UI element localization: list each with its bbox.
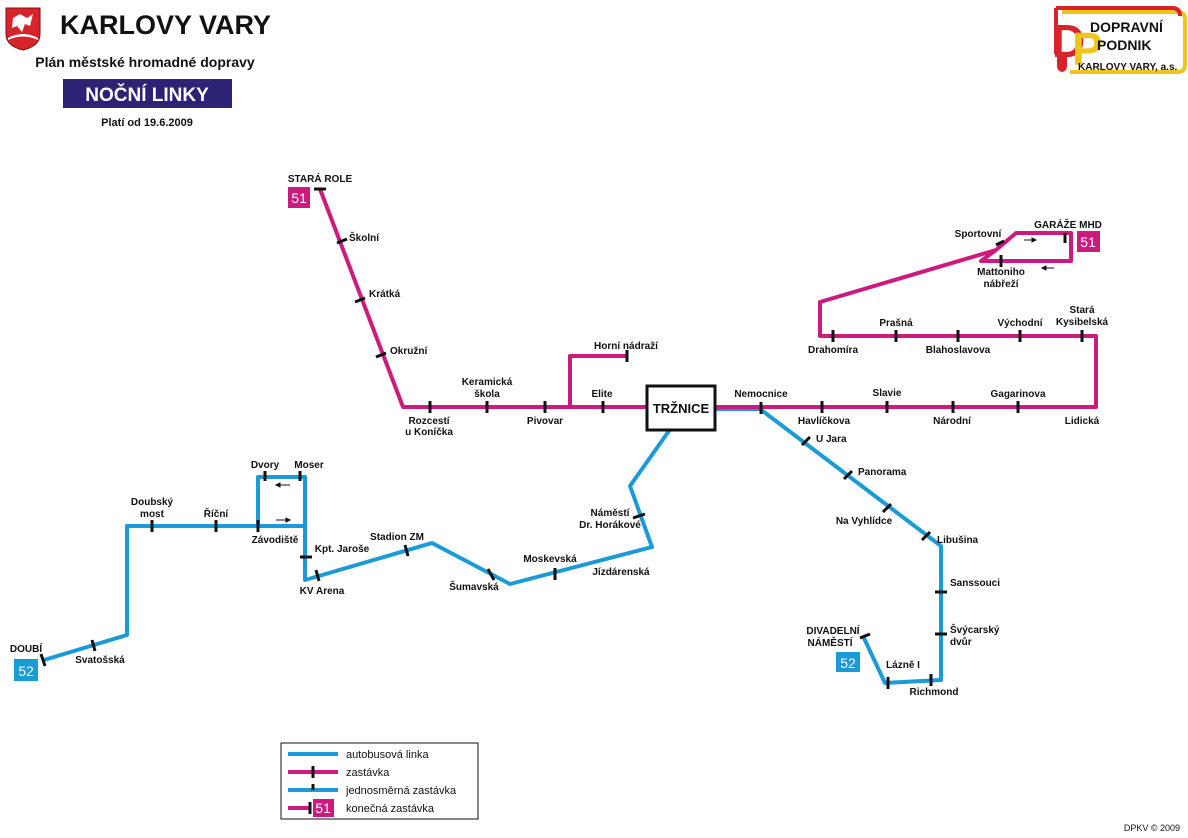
stop-label: Školní xyxy=(349,231,380,244)
stop-label: Prašná xyxy=(879,318,913,329)
stop-label: Švýcarský xyxy=(950,623,1000,636)
stop-label: Krátká xyxy=(369,289,401,300)
stop-label: Panorama xyxy=(858,467,907,478)
svg-text:52: 52 xyxy=(18,663,34,679)
credit-text: DPKV © 2009 xyxy=(1124,823,1180,833)
stop-markers xyxy=(39,187,1084,689)
terminal-badge-doubi: 52 xyxy=(14,659,38,681)
stop-label: dvůr xyxy=(950,636,972,648)
terminal-label-divadelni-1: DIVADELNÍ xyxy=(806,624,859,637)
stop-label: Havlíčkova xyxy=(798,416,851,427)
operator-name-line1: DOPRAVNÍ xyxy=(1090,19,1164,35)
hub-label: TRŽNICE xyxy=(653,401,710,416)
plan-subtitle: Plán městské hromadné dopravy xyxy=(35,54,255,70)
stop-label: Stará xyxy=(1069,305,1094,316)
stop-label: Rozcestí xyxy=(408,416,450,427)
stop-label: Pivovar xyxy=(527,416,563,427)
svg-text:51: 51 xyxy=(1080,234,1096,250)
line-51-route xyxy=(318,188,1098,409)
legend-label: konečná zastávka xyxy=(346,803,435,815)
stop-label: Náměstí xyxy=(591,508,631,519)
terminal-label-stara-role: STARÁ ROLE xyxy=(288,172,353,185)
small-coat-of-arms-icon xyxy=(1057,57,1067,72)
terminal-label-garaze: GARÁŽE MHD xyxy=(1034,218,1102,231)
stop-label: Keramická xyxy=(462,377,513,388)
legend-label: zastávka xyxy=(346,767,390,779)
line-52-route xyxy=(43,407,943,685)
stop-label: Elite xyxy=(591,389,613,400)
svg-text:51: 51 xyxy=(291,190,307,206)
stop-label: Národní xyxy=(933,416,972,427)
stop-label: most xyxy=(140,509,165,520)
stop-label: Blahoslavova xyxy=(926,345,991,356)
hub-box xyxy=(645,384,717,432)
terminal-label-doubi: DOUBÍ xyxy=(10,642,42,655)
stop-label: Východní xyxy=(997,318,1043,329)
stop-label: Lázně I xyxy=(886,660,920,671)
stop-label: Nemocnice xyxy=(734,389,788,400)
terminal-badge-stara-role: 51 xyxy=(288,187,310,208)
stop-label: Závodiště xyxy=(252,535,299,546)
stop-label: Šumavská xyxy=(449,580,499,593)
operator-name-line3: KARLOVY VARY, a.s. xyxy=(1078,62,1178,73)
stop-label: Mattoniho xyxy=(977,267,1025,278)
stop-label: Moskevská xyxy=(523,554,577,565)
stop-label: nábřeží xyxy=(983,279,1019,290)
stop-label: Svatošská xyxy=(75,655,125,666)
stop-label: Říční xyxy=(204,507,230,520)
stop-label: u Koníčka xyxy=(405,427,453,438)
stop-label: Kysibelská xyxy=(1056,317,1109,328)
stop-label: Libušina xyxy=(937,535,979,546)
stop-label: KV Arena xyxy=(300,586,345,597)
stop-label: Stadion ZM xyxy=(370,532,424,543)
legend-badge-number: 51 xyxy=(315,800,331,816)
legend-label: jednosměrná zastávka xyxy=(345,785,457,797)
stop-label: Dvory xyxy=(251,460,280,471)
one-way-arrows xyxy=(274,237,1054,523)
legend-label: autobusová linka xyxy=(346,749,429,761)
stop-label: Kpt. Jaroše xyxy=(315,544,370,555)
stop-label: Slavie xyxy=(873,388,902,399)
dp-p-letter-icon: P xyxy=(1072,23,1103,75)
stop-label: Sanssouci xyxy=(950,578,1000,589)
stop-label: Moser xyxy=(294,460,324,471)
stop-label: Richmond xyxy=(910,687,959,698)
stop-label: Gagarinova xyxy=(990,389,1045,400)
operator-name-line2: PODNIK xyxy=(1097,37,1151,53)
svg-text:52: 52 xyxy=(840,655,856,671)
stop-label: Horní nádraží xyxy=(594,341,659,352)
night-lines-banner xyxy=(63,79,232,108)
operator-logo: D P DOPRAVNÍ PODNIK KARLOVY VARY, a.s. xyxy=(1052,6,1187,75)
stop-label: Drahomíra xyxy=(808,345,858,356)
legend: autobusová linka zastávka jednosměrná za… xyxy=(280,742,479,820)
stop-label: Doubský xyxy=(131,497,174,508)
coat-of-arms-icon xyxy=(5,7,41,51)
stop-label: Dr. Horákové xyxy=(579,520,641,531)
stop-label: Sportovní xyxy=(955,229,1003,240)
city-title: KARLOVY VARY xyxy=(60,10,271,40)
stop-label: Jízdárenská xyxy=(592,567,650,578)
stop-label: Lidická xyxy=(1065,416,1100,427)
night-lines-banner-text: NOČNÍ LINKY xyxy=(85,84,209,106)
valid-from-text: Platí od 19.6.2009 xyxy=(101,117,193,129)
terminal-badge-divadelni: 52 xyxy=(836,652,860,672)
stop-label: Okružní xyxy=(390,346,428,357)
stop-label: U Jara xyxy=(816,434,847,445)
terminal-badge-garaze: 51 xyxy=(1077,231,1100,252)
terminal-label-divadelni-2: NÁMĚSTÍ xyxy=(808,636,853,649)
stop-label: škola xyxy=(474,389,500,400)
stop-label: Na Vyhlídce xyxy=(836,516,893,527)
